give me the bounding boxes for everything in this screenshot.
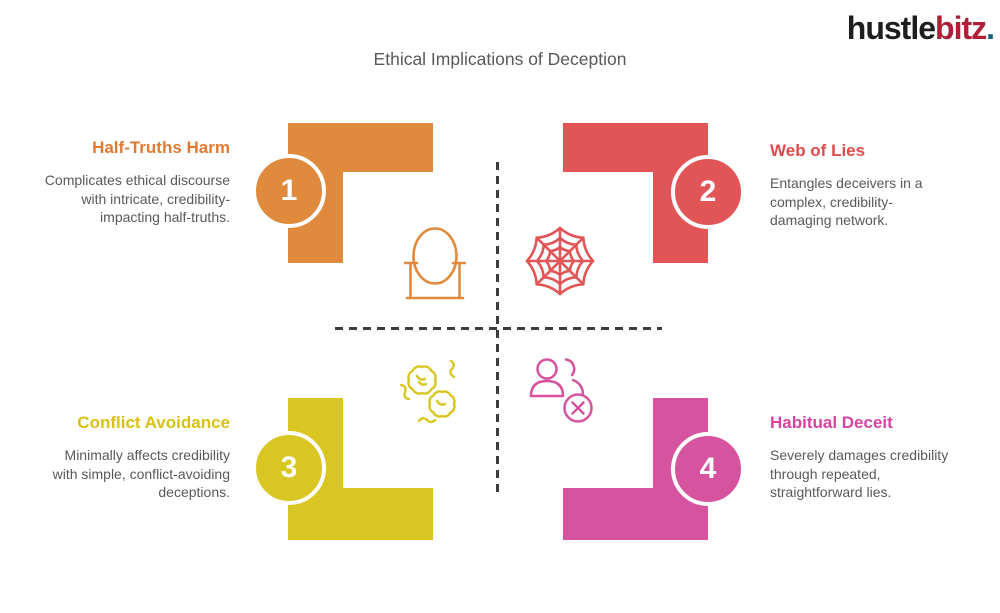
quadrant-4-number-badge: 4: [671, 432, 745, 506]
person-excluded-icon: [526, 355, 598, 429]
logo: hustlebitz.: [846, 10, 995, 47]
quadrant-2-number: 2: [699, 175, 717, 208]
quadrant-2-heading: Web of Lies: [770, 141, 866, 160]
quadrant-1-text: Half-Truths Harm Complicates ethical dis…: [38, 138, 230, 227]
quadrant-2-number-badge: 2: [671, 155, 745, 229]
quadrant-4-text: Habitual Deceit Severely damages credibi…: [770, 413, 952, 502]
logo-part-bitz: bitz: [935, 10, 987, 46]
quadrant-2-description: Entangles deceivers in a complex, credib…: [770, 175, 923, 228]
quadrant-1-heading: Half-Truths Harm: [92, 138, 230, 157]
horizontal-dashed-divider: [335, 327, 662, 330]
quadrant-3-heading: Conflict Avoidance: [77, 413, 230, 432]
quadrant-4-heading: Habitual Deceit: [770, 413, 893, 432]
quadrant-1-number-badge: 1: [252, 154, 326, 228]
page-title: Ethical Implications of Deception: [373, 49, 627, 69]
clasping-hands-icon: [395, 355, 469, 429]
spider-web-icon: [525, 226, 595, 296]
logo-period: .: [986, 10, 995, 46]
quadrant-2-text: Web of Lies Entangles deceivers in a com…: [770, 141, 952, 230]
mirror-icon: [404, 226, 466, 304]
quadrant-1-description: Complicates ethical discourse with intri…: [44, 172, 230, 225]
quadrant-3-text: Conflict Avoidance Minimally affects cre…: [38, 413, 230, 502]
quadrant-4-description: Severely damages credibility through rep…: [770, 447, 949, 500]
quadrant-3-number: 3: [280, 451, 298, 484]
quadrant-3-number-badge: 3: [252, 431, 326, 505]
quadrant-3-description: Minimally affects credibility with simpl…: [52, 447, 230, 500]
logo-part-hustle: hustle: [846, 10, 936, 46]
quadrant-4-number: 4: [699, 452, 717, 485]
quadrant-1-number: 1: [280, 174, 298, 207]
